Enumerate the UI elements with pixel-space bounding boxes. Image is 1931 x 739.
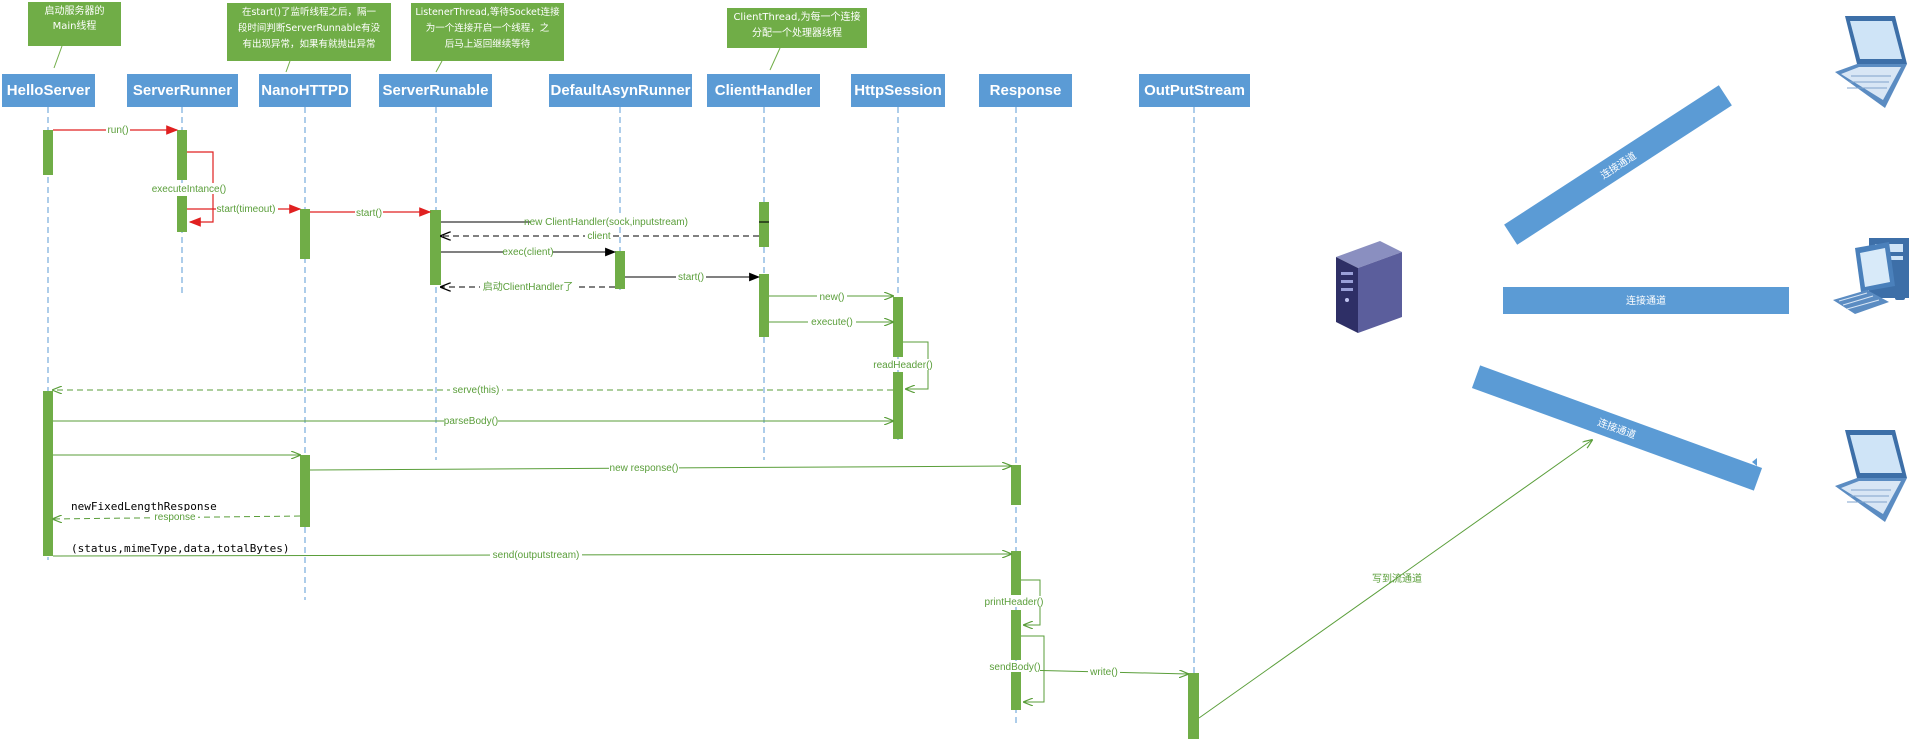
note-line: newFixedLengthResponse [71,500,217,513]
activation-bar [893,372,903,439]
lifeline-defaultasynrunner: DefaultAsynRunner [549,74,692,107]
lifeline-helloserver: HelloServer [2,74,95,107]
message-send-label: send(outputstream) [493,550,580,561]
lifeline-httpsession: HttpSession [851,74,945,107]
message-write-label: write() [1089,667,1118,678]
message-execute-label: execute() [811,317,853,328]
activation-bar [1011,670,1021,710]
activation-bar [893,297,903,357]
note-line: ClientThread,为每一个连接 [733,12,861,23]
message-parsebody-label: parseBody() [444,416,498,427]
lifeline-clienthandler: ClientHandler [707,74,820,107]
activation-bar [177,130,187,180]
channel-middle: 连接通道 [1503,287,1789,314]
message-readheader-label: readHeader() [873,360,932,371]
note-line: 有出现异常，如果有就抛出异常 [242,39,376,50]
laptop-icon [1835,16,1907,108]
message-serve-label: serve(this) [453,385,500,396]
message-writechannel-label: 写到流通道 [1372,572,1422,585]
activation-bars [43,130,1199,739]
green-message-labels: new() execute() readHeader() serve(this)… [152,291,1422,678]
message-starttimeout-label: start(timeout) [217,204,276,215]
note-start-check: 在start()了监听线程之后，隔一 段时间判断ServerRunnable有没… [227,3,391,61]
activation-bar [615,251,625,289]
channel-middle-label: 连接通道 [1626,294,1666,307]
activation-bar [759,274,769,337]
lifeline-serverrunner: ServerRunner [127,74,238,107]
note-client-thread: ClientThread,为每一个连接 分配一个处理器线程 [727,8,867,48]
activation-bar [177,196,187,232]
message-start2-label: start() [678,272,704,283]
activation-bar [1011,465,1021,505]
green-messages [53,296,1592,719]
new-fixed-length-response-note: newFixedLengthResponse (status,mimeType,… [71,472,290,584]
message-sendbody-label: sendBody() [989,662,1040,673]
message-client-label: client [587,231,611,242]
lifeline-response: Response [979,74,1072,107]
note-line: 在start()了监听线程之后，隔一 [241,7,377,18]
message-run-label: run() [107,125,128,136]
activation-bar [759,202,769,247]
black-message-labels: new ClientHandler(sock,inputstream) clie… [480,216,706,293]
note-line: 为一个连接开启一个线程，之 [425,23,550,34]
message-printheader-label: printHeader() [985,597,1044,608]
channel-bottom: 连接通道 [1471,365,1763,491]
note-line: 后马上返回继续等待 [444,39,531,50]
desktop-computer-icon [1833,238,1909,314]
activation-bar [430,210,441,285]
note-line: 段时间判断ServerRunnable有没 [237,23,381,34]
activation-bar [1011,551,1021,595]
message-startedclient-label: 启动ClientHandler了 [483,280,574,293]
activation-bar [43,130,53,175]
message-executeinstance-label: executeIntance() [152,184,227,195]
message-start-label: start() [356,208,382,219]
lifeline-outputstream: OutPutStream [1139,74,1250,107]
activation-bar [300,455,310,527]
lifeline-nanohttpd: NanoHTTPD [259,74,351,107]
note-line: (status,mimeType,data,totalBytes) [71,542,290,555]
note-connectors [53,45,781,73]
message-new-label: new() [819,292,844,303]
note-line: ListenerThread,等待Socket连接 [415,7,560,18]
message-exec-label: exec(client) [502,247,553,258]
note-main-thread: 启动服务器的 Main线程 [28,2,121,46]
channel-top: 连接通道 [1504,85,1732,245]
note-line: Main线程 [52,21,97,32]
activation-bar [1011,610,1021,660]
red-message-labels: run() executeIntance() start(timeout) st… [106,124,383,219]
message-response-label: response [154,512,196,523]
message-newresponse-label: new response() [610,463,679,474]
laptop-icon [1835,430,1907,522]
activation-bar [1188,673,1199,739]
server-icon [1336,241,1402,333]
lifeline-dashes [47,107,1195,739]
note-listener-thread: ListenerThread,等待Socket连接 为一个连接开启一个线程，之 … [411,3,564,61]
activation-bar [300,209,310,259]
activation-bar [43,391,53,556]
note-line: 启动服务器的 [44,6,105,17]
note-line: 分配一个处理器线程 [752,28,842,39]
message-newclienthandler-label: new ClientHandler(sock,inputstream) [524,217,688,228]
channel-bottom-tip [1752,458,1757,466]
lifeline-serverrunable: ServerRunable [379,74,492,107]
